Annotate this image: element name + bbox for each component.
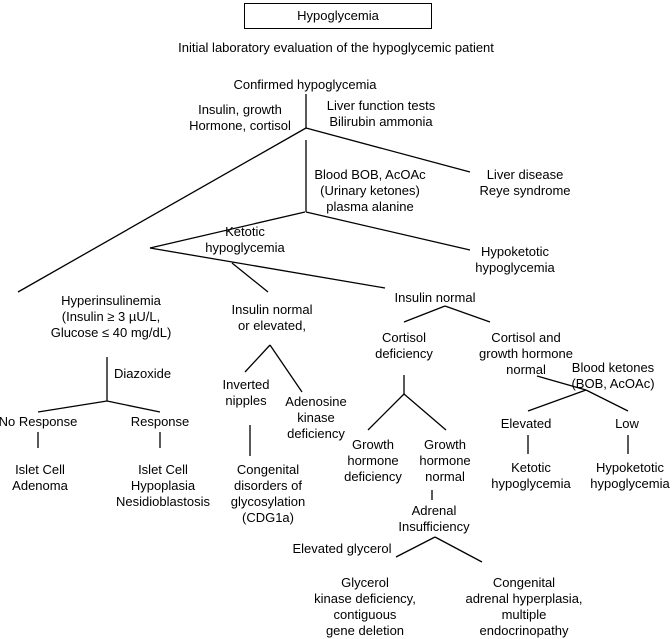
node-gh-normal: Growth hormone normal [419,437,471,484]
connector [149,247,386,289]
connector [37,400,108,413]
diagram-subtitle: Initial laboratory evaluation of the hyp… [178,40,494,55]
node-liver-disease: Liver disease Reye syndrome [479,167,571,198]
node-response: Response [130,414,190,429]
node-ketotic-hypoglycemia-2: Ketotic hypoglycemia [491,460,571,491]
node-insulin-normal-or-elevated: Insulin normal or elevated, [231,302,313,333]
connector [106,400,161,413]
node-adenosine-kinase-deficiency: Adenosine kinase deficiency [285,394,347,441]
node-liver-function-tests: Liver function tests Bilirubin ammonia [326,98,436,129]
connector [231,262,269,293]
node-inverted-nipples: Inverted nipples [222,377,270,408]
connector [244,344,271,373]
node-no-response: No Response [0,414,78,429]
connector [395,536,436,558]
node-gh-deficiency: Growth hormone deficiency [344,437,402,484]
connector [403,393,447,431]
node-ketotic-hypoglycemia: Ketotic hypoglycemia [205,224,285,255]
diagram-title: Hypoglycemia [297,8,379,23]
connector [149,211,306,249]
node-elevated-glycerol: Elevated glycerol [292,541,392,556]
node-low: Low [615,416,639,431]
node-glycerol-kinase-deficiency: Glycerol kinase deficiency, contiguous g… [314,575,416,638]
node-cortisol-deficiency: Cortisol deficiency [375,330,433,361]
node-insulin-gh-cortisol-tests: Insulin, growth Hormone, cortisol [189,102,291,133]
connector [536,375,587,391]
node-diazoxide: Diazoxide [114,366,172,381]
node-islet-cell-hypoplasia: Islet Cell Hypoplasia Nesidioblastosis [116,462,210,509]
node-elevated: Elevated [500,416,552,431]
connector [17,127,307,293]
connector [305,211,471,251]
connector [444,305,491,323]
node-blood-ketones: Blood ketones (BOB, AcOAc) [571,360,655,391]
node-congenital-disorders-glycosylation: Congenital disorders of glycosylation (C… [230,462,306,525]
node-blood-bob-tests: Blood BOB, AcOAc (Urinary ketones) plasm… [314,167,426,214]
node-cortisol-gh-normal: Cortisol and growth hormone normal [479,330,573,377]
connector [403,305,446,323]
node-confirmed-hypoglycemia: Confirmed hypoglycemia [233,77,377,92]
connector [305,127,471,173]
node-islet-cell-adenoma: Islet Cell Adenoma [12,462,68,493]
node-hyperinsulinemia: Hyperinsulinemia (Insulin ≥ 3 µU/L, Gluc… [50,293,172,340]
connector [269,344,303,393]
node-adrenal-insufficiency: Adrenal Insufficiency [398,503,470,534]
title-box: Hypoglycemia [244,3,432,29]
connector [527,389,587,412]
node-hypoketotic-hypoglycemia-2: Hypoketotic hypoglycemia [590,460,670,491]
connector [367,393,405,431]
connector [585,389,629,412]
node-hypoketotic-hypoglycemia: Hypoketotic hypoglycemia [475,244,555,275]
connector [434,536,483,563]
node-congenital-adrenal-hyperplasia: Congenital adrenal hyperplasia, multiple… [465,575,583,638]
node-insulin-normal: Insulin normal [394,290,476,305]
